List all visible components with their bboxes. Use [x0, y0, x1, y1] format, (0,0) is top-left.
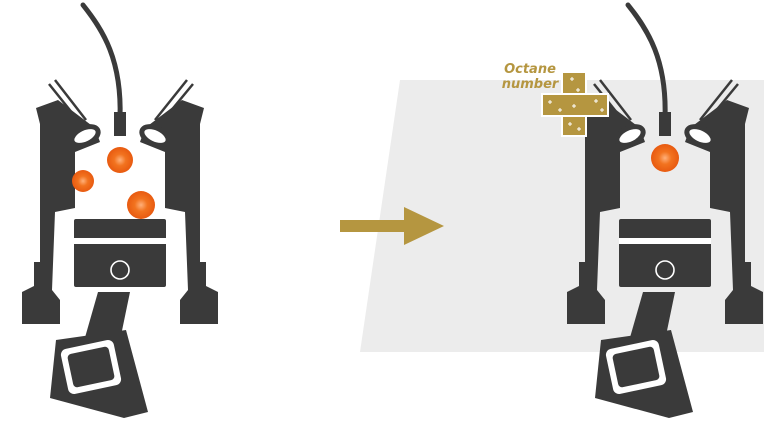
left-engine [22, 5, 218, 418]
spark-burst [651, 144, 679, 172]
octane-label-line2: number [501, 77, 559, 92]
right-engine [567, 5, 763, 418]
spark-burst [107, 147, 133, 173]
spark-burst [127, 191, 155, 219]
spark-burst [72, 170, 94, 192]
octane-label-line1: Octane [504, 62, 556, 77]
octane-number-label: Octane number [494, 62, 566, 92]
octane-plus-icon [541, 71, 609, 137]
arrow-right-icon [340, 207, 444, 245]
